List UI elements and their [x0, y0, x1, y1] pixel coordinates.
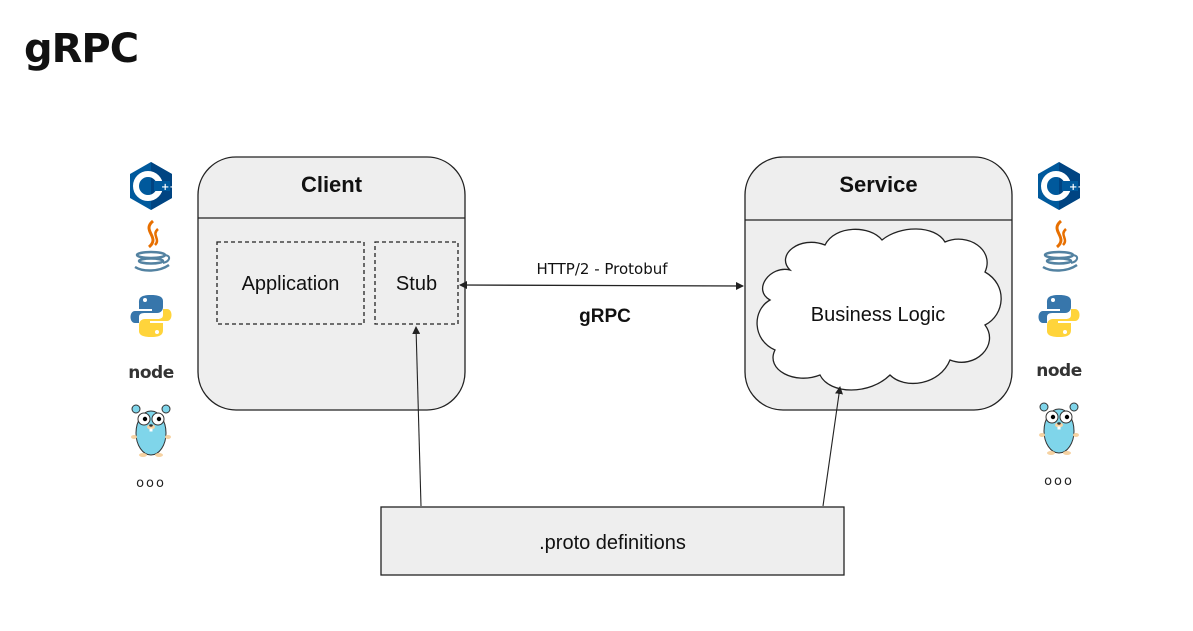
- ellipsis-text: ooo: [1044, 473, 1074, 489]
- bidirectional-arrow: [459, 281, 744, 290]
- stub-box: Stub: [374, 241, 459, 325]
- cpp-icon: ++: [1029, 161, 1089, 211]
- client-title: Client: [301, 172, 363, 197]
- proto-to-service-arrow: [822, 386, 843, 507]
- proto-label: .proto definitions: [539, 532, 686, 554]
- java-icon: [1029, 217, 1089, 273]
- svg-text:++: ++: [1069, 182, 1082, 193]
- proto-definitions-box: .proto definitions: [380, 506, 845, 576]
- service-language-icons: ++ node: [1029, 155, 1089, 500]
- python-icon: [121, 292, 181, 340]
- go-gopher-icon: [1029, 398, 1089, 456]
- application-box: Application: [216, 241, 365, 325]
- more-languages-ellipsis: ooo: [1029, 471, 1089, 491]
- svg-text:++: ++: [161, 182, 174, 193]
- client-language-icons: ++ node: [121, 155, 181, 500]
- protocol-label: HTTP/2 - Protobuf: [536, 260, 668, 278]
- business-logic-label: Business Logic: [811, 304, 946, 326]
- ellipsis-text: ooo: [136, 475, 166, 491]
- more-languages-ellipsis: ooo: [121, 473, 181, 493]
- page-title: gRPC: [24, 26, 139, 72]
- go-gopher-icon: [121, 400, 181, 458]
- http2-connection: HTTP/2 - Protobuf gRPC: [459, 260, 744, 327]
- cpp-icon: ++: [121, 161, 181, 211]
- service-title: Service: [839, 172, 917, 197]
- application-label: Application: [242, 273, 340, 295]
- java-icon: [121, 217, 181, 273]
- framework-label: gRPC: [579, 306, 631, 327]
- proto-to-stub-arrow: [412, 326, 422, 507]
- business-logic-cloud: Business Logic: [756, 228, 1002, 391]
- node-wordmark: node: [1036, 361, 1082, 381]
- nodejs-icon: node: [121, 358, 181, 388]
- python-icon: [1029, 292, 1089, 340]
- stub-label: Stub: [396, 273, 437, 295]
- node-wordmark: node: [128, 363, 174, 383]
- nodejs-icon: node: [1029, 356, 1089, 386]
